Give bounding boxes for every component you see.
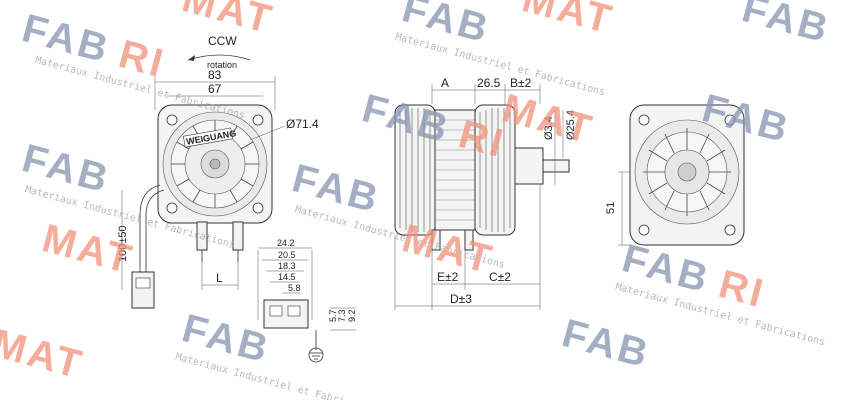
dim-diameter: Ø71.4 [286,117,319,131]
leg-right [464,229,474,251]
dim-shaft-diameter: Ø3.4 [543,116,555,140]
watermark-subtitle-6: Materiaux Industriel et Fabrications [174,352,386,400]
mount-tab-right [232,221,244,251]
terminal-w3: 18.3 [278,261,296,271]
dim-B: B±2 [510,76,532,90]
terminal-h3: 9.2 [347,309,357,322]
dim-C: C±2 [489,270,511,284]
watermark-mat-6: MAT [0,321,89,387]
back-view: 51 [605,104,745,246]
bearing-boss [514,147,544,185]
mounting-holes [166,114,264,214]
diameter-leader [249,125,286,141]
dim-width-outer: 83 [208,68,222,82]
dim-boss-diameter: Ø25.4 [565,110,577,140]
rotation-direction-label: CCW [208,34,237,48]
watermark-fab-10: FAB [558,311,655,377]
dim-D: D±3 [450,292,472,306]
dim-shaft-spacing: L [216,271,223,285]
dim-cable-length: 100±50 [117,225,129,262]
front-view: CCW rotation 83 67 [117,34,319,309]
shaft [542,159,570,173]
terminal-w1: 24.2 [277,238,295,248]
terminal-w5: 5.8 [288,283,301,293]
dim-A: A [441,76,449,90]
terminal-detail: 24.2 20.5 18.3 14.5 5.8 5.7 7.3 9.2 [257,238,357,363]
dim-E: E±2 [437,270,459,284]
rotation-label: rotation [207,60,237,70]
terminal-w2: 20.5 [278,250,296,260]
dim-height: 51 [605,202,617,214]
watermark-mat-2: MAT [518,0,619,43]
power-cable [139,184,161,272]
cable-connector [131,271,155,309]
leg-left [431,229,441,251]
terminal-h2: 7.3 [337,309,347,322]
terminal-w4: 14.5 [278,272,296,282]
dim-width-inner: 67 [208,82,222,96]
back-ribs [643,128,731,216]
side-view: A 26.5 B±2 Ø3.4 Ø25.4 [394,76,577,310]
terminal-h1: 5.7 [328,309,338,322]
watermark-fab-3: FAB [738,0,835,52]
rotation-arrow-head [188,55,195,61]
watermark-ri-3: RI [714,262,770,316]
dim-26-5: 26.5 [477,76,501,90]
